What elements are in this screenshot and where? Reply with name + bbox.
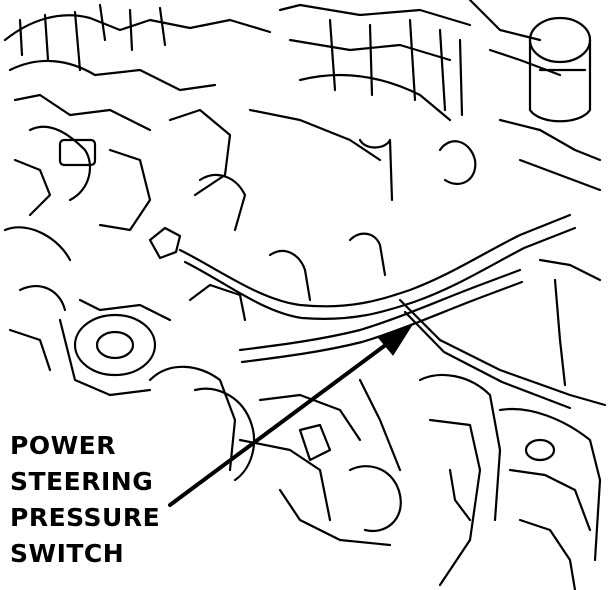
upper-left-engine-block <box>3 3 272 262</box>
wiring-harness <box>178 213 607 410</box>
fluid-reservoir <box>498 16 602 192</box>
lower-right-block <box>418 258 602 590</box>
callout-line-1: POWER <box>10 431 116 460</box>
intake-manifold <box>248 0 562 202</box>
alternator-assembly <box>8 226 247 397</box>
steering-pump-bracket <box>148 365 402 547</box>
callout-arrow <box>168 324 413 507</box>
callout-label: POWER STEERING PRESSURE SWITCH <box>10 428 160 572</box>
callout-line-4: SWITCH <box>10 539 125 568</box>
callout-line-3: PRESSURE <box>10 503 161 532</box>
callout-line-2: STEERING <box>10 467 154 496</box>
